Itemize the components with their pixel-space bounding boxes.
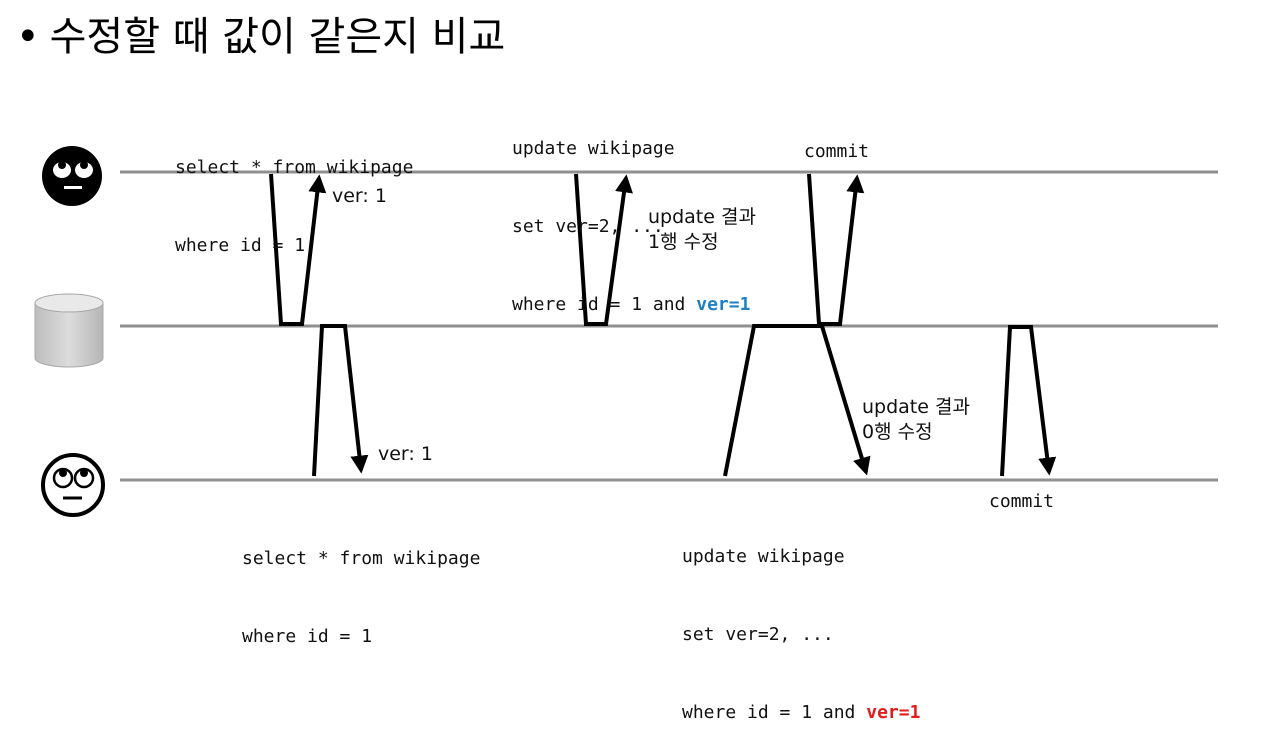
top-commit-label: commit [804,141,870,162]
top-commit-arrow [807,173,865,326]
sequence-diagram [34,146,1218,517]
bottom-update-version-condition: ver=1 [866,702,921,723]
bottom-update-result-line2: 0행 수정 [862,421,933,443]
eyes-up-face-icon [42,146,102,206]
bottom-update-result-line1: update 결과 [862,396,970,418]
database-cylinder-icon [34,293,104,368]
slide-title: •수정할 때 값이 같은지 비교 [16,4,505,62]
title-text: 수정할 때 값이 같은지 비교 [49,14,506,60]
top-select-arrow [269,173,327,326]
top-update-line3: where id = 1 and ver=1 [512,292,750,318]
bottom-select-line2: where id = 1 [242,626,373,647]
top-update-result: update 결과 1행 수정 [648,205,756,255]
bottom-update-line3-prefix: where id = 1 and [682,702,867,723]
top-select-line2: where id = 1 [175,235,306,256]
top-select-query: select * from wikipage where id = 1 [175,103,413,285]
bottom-update-query: update wikipage set ver=2, ... where id … [682,492,920,752]
bottom-select-line1: select * from wikipage [242,548,481,569]
top-update-line1: update wikipage [512,138,675,159]
bottom-update-result: update 결과 0행 수정 [862,395,970,445]
bottom-update-arrow [723,324,871,477]
bottom-update-line3: where id = 1 and ver=1 [682,700,920,726]
top-update-version-condition: ver=1 [696,294,751,315]
top-update-arrow [574,173,633,326]
bottom-select-arrow [312,324,369,477]
bottom-update-line2: set ver=2, ... [682,624,834,645]
title-bullet: • [16,14,40,60]
top-update-query: update wikipage set ver=2, ... where id … [512,84,750,344]
bottom-select-query: select * from wikipage where id = 1 [242,494,480,676]
eye-roll-face-icon [41,453,105,517]
bottom-update-line1: update wikipage [682,546,845,567]
bottom-select-result: ver: 1 [378,443,433,465]
top-update-line2: set ver=2, ... [512,216,664,237]
top-update-result-line2: 1행 수정 [648,231,719,253]
top-update-line3-prefix: where id = 1 and [512,294,697,315]
bottom-commit-arrow [1000,325,1057,477]
top-update-result-line1: update 결과 [648,206,756,228]
bottom-commit-label: commit [989,491,1055,512]
top-select-line1: select * from wikipage [175,157,414,178]
top-select-result: ver: 1 [332,185,387,207]
